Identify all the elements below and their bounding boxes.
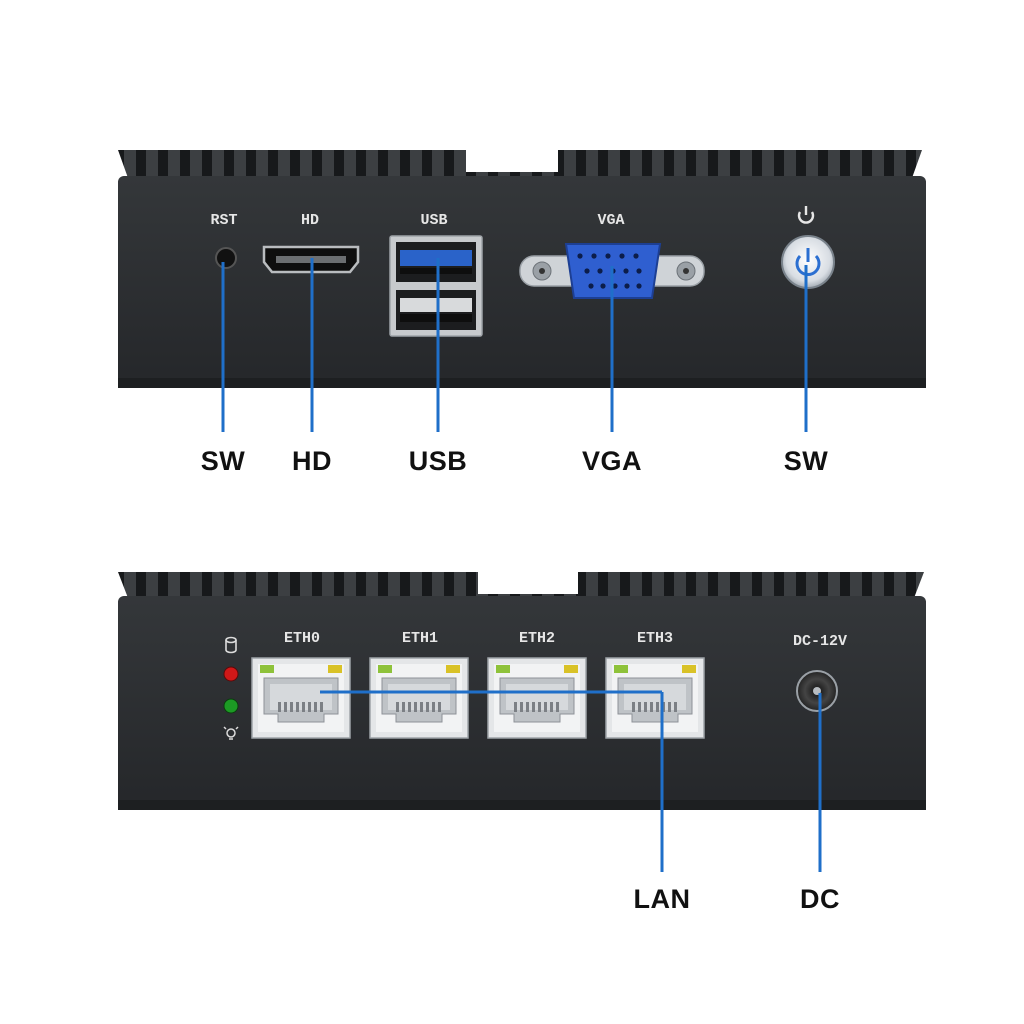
eth0-label: ETH0 [284,630,320,647]
vga-pin [597,268,603,274]
dc-jack[interactable] [796,670,838,712]
activity-led [328,665,342,673]
vga-pin [600,283,606,289]
callout-usb: USB [408,446,468,476]
link-led [496,665,510,673]
dc-label: DC-12V [793,633,847,650]
vga-pin [636,268,642,274]
activity-led [682,665,696,673]
vga-pin [612,283,618,289]
callout-dc: DC [800,884,840,914]
front-panel: RST HD USB VGA [118,150,926,432]
callout-sw-power: SW [783,446,829,476]
vga-pin [619,253,625,259]
ethernet-port-eth1[interactable] [369,657,469,739]
activity-led [446,665,460,673]
hdd-led [223,666,239,682]
ethernet-port-eth0[interactable] [251,657,351,739]
link-led [378,665,392,673]
front-callout-lines [221,258,808,432]
vga-label: VGA [597,212,624,229]
front-heatsink-notch [466,150,558,172]
activity-led [564,665,578,673]
power-button[interactable] [781,235,835,289]
disk-icon [225,636,237,654]
reset-button[interactable] [215,247,237,269]
back-heatsink-notch [478,572,578,594]
bulb-icon [223,726,239,740]
eth2-label: ETH2 [519,630,555,647]
callout-vga: VGA [581,446,642,476]
callout-sw-reset: SW [200,446,246,476]
link-led [260,665,274,673]
back-callout-lines [320,690,822,872]
back-panel: ETH0 ETH1 ETH2 ETH3 DC-12V [118,572,926,872]
vga-pin [605,253,611,259]
vga-pin [633,253,639,259]
callout-lan: LAN [633,884,691,914]
front-chassis [118,176,926,388]
ethernet-port-eth3[interactable] [605,657,705,739]
power-button-icon [795,248,821,276]
rst-label: RST [210,212,237,229]
vga-pin [624,283,630,289]
usb-ports[interactable] [389,235,483,337]
usb-label: USB [420,212,447,229]
vga-pin [623,268,629,274]
power-led [223,698,239,714]
vga-pin [577,253,583,259]
hd-label: HD [301,212,319,229]
eth1-label: ETH1 [402,630,438,647]
callout-hd: HD [292,446,332,476]
vga-pin [636,283,642,289]
power-icon [797,206,815,224]
link-led [614,665,628,673]
ethernet-port-eth2[interactable] [487,657,587,739]
vga-pin [584,268,590,274]
vga-pin [588,283,594,289]
eth3-label: ETH3 [637,630,673,647]
vga-pin [591,253,597,259]
